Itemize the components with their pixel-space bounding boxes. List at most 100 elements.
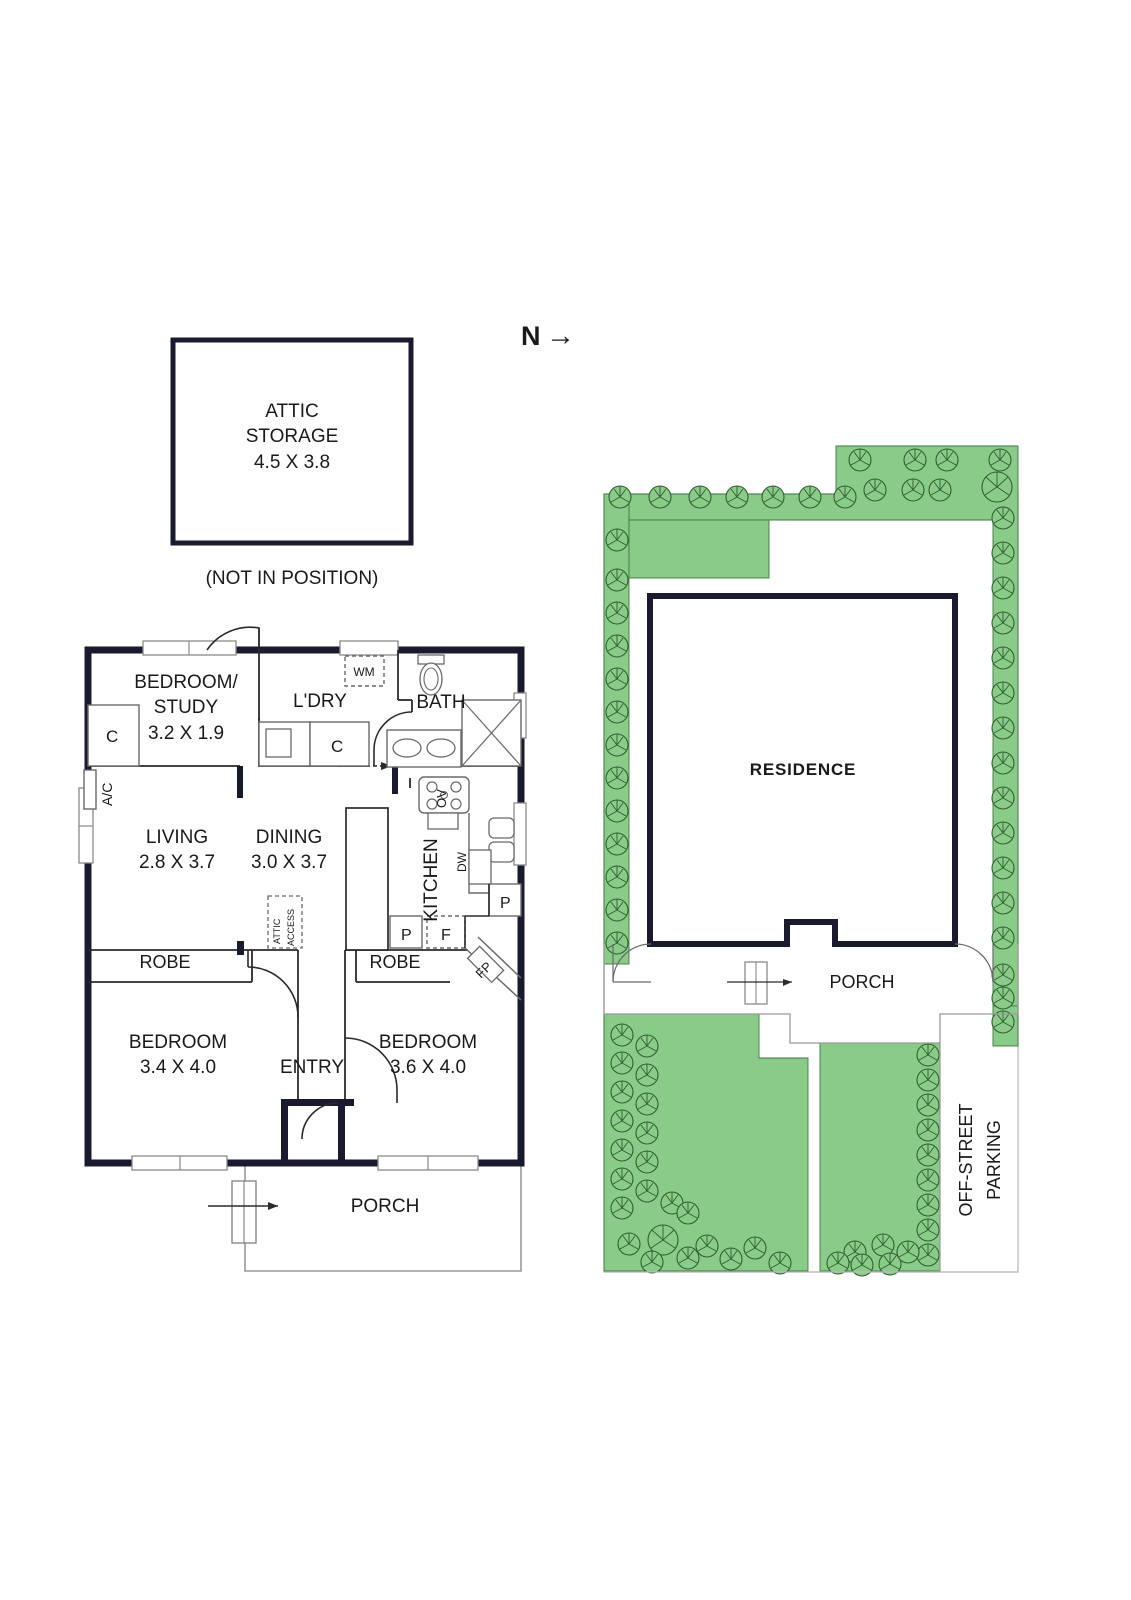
laundry-closet-box bbox=[309, 721, 370, 767]
bathroom-fixtures bbox=[386, 654, 522, 768]
label-living: LIVING bbox=[146, 827, 208, 848]
porch-outline bbox=[244, 1163, 522, 1272]
wall-nub-entry-right bbox=[338, 1099, 354, 1106]
door-bedroom-left-arc bbox=[247, 966, 299, 1018]
north-arrow-icon: → bbox=[546, 320, 575, 352]
tree-front-left-detail bbox=[650, 1225, 676, 1249]
door-study-ldry bbox=[206, 626, 260, 651]
label-dining-dims: 3.0 X 3.7 bbox=[251, 852, 327, 873]
basin-2-icon bbox=[426, 738, 456, 758]
site-door-right-arc bbox=[954, 943, 994, 983]
door-front-arc bbox=[301, 1102, 339, 1140]
attic-access-hatch: ATTIC ACCESS bbox=[267, 895, 303, 949]
garden-left-strip bbox=[603, 493, 630, 965]
shower-cross-2 bbox=[461, 699, 522, 767]
burner-4-icon bbox=[450, 798, 462, 810]
attic-label-line2: STORAGE bbox=[246, 426, 339, 447]
porch-label: PORCH bbox=[351, 1196, 420, 1217]
floor-plan-labels: BEDROOM/ STUDY 3.2 X 1.9 L'DRY BATH LIVI… bbox=[129, 672, 477, 1078]
attic-access-label-2: ACCESS bbox=[286, 909, 296, 946]
wall-nub-entry-right-v bbox=[338, 1099, 345, 1163]
fireplace: FP bbox=[464, 936, 522, 1001]
pantry-upper-label: P bbox=[500, 895, 511, 912]
window-top-ldry bbox=[339, 640, 399, 656]
attic-not-in-position-note: (NOT IN POSITION) bbox=[206, 568, 379, 589]
laundry-fixtures: C WM bbox=[258, 655, 385, 767]
fireplace-box bbox=[466, 945, 505, 984]
closet-study-box bbox=[87, 704, 140, 767]
attic-label-line1: ATTIC bbox=[265, 401, 318, 422]
dining-cabinet bbox=[345, 807, 389, 951]
north-letter: N bbox=[521, 321, 541, 351]
laundry-closet-label: C bbox=[331, 737, 343, 756]
closet-study-label: C bbox=[106, 727, 118, 746]
toilet-bowl-inner bbox=[423, 667, 439, 691]
wall-nub-entry-left-v2 bbox=[281, 1099, 288, 1163]
dishwasher-box bbox=[468, 849, 492, 885]
label-bath: BATH bbox=[416, 692, 465, 713]
fridge-label: F bbox=[441, 927, 451, 944]
label-robe-left: ROBE bbox=[139, 952, 190, 972]
off-street-parking: OFF-STREET PARKING bbox=[939, 1043, 1004, 1271]
washing-machine-label: WM bbox=[353, 665, 374, 679]
fireplace-angle-2 bbox=[477, 936, 522, 979]
site-residence: RESIDENCE bbox=[647, 593, 958, 947]
laundry-trough-basin bbox=[265, 728, 292, 758]
label-kitchen: KITCHEN bbox=[421, 838, 442, 921]
attic-storage-outline bbox=[170, 337, 414, 546]
sink-bowl-1-icon bbox=[488, 817, 515, 839]
pantry-lower-label: P bbox=[401, 927, 412, 944]
burner-2-icon bbox=[450, 781, 462, 793]
wall-nubs bbox=[237, 766, 398, 1163]
air-conditioner: A/C bbox=[83, 769, 115, 810]
shrub-front-left bbox=[610, 1023, 792, 1275]
door-bath-arc bbox=[373, 711, 413, 751]
north-indicator: N → bbox=[521, 320, 575, 352]
garden-north-lawn bbox=[628, 519, 770, 579]
site-plan: RESIDENCE PORCH OFF-STREET PARKING bbox=[603, 445, 1019, 1277]
off-street-label-2: PARKING bbox=[984, 1120, 1004, 1200]
closet-study: C bbox=[87, 704, 140, 767]
site-porch-outline bbox=[603, 944, 1019, 1044]
burner-5-icon bbox=[439, 790, 449, 800]
wall-nub-3 bbox=[392, 766, 398, 794]
oven-box bbox=[427, 812, 459, 830]
burner-1-icon bbox=[426, 781, 438, 793]
interior-walls bbox=[88, 650, 521, 1103]
site-door-left-arc bbox=[612, 943, 652, 983]
door-bedroom-right-arc bbox=[344, 1037, 398, 1091]
label-robe-right: ROBE bbox=[369, 952, 420, 972]
site-porch-label: PORCH bbox=[829, 972, 894, 992]
shrub-large-detail bbox=[984, 472, 1010, 496]
label-living-dims: 2.8 X 3.7 bbox=[139, 852, 215, 873]
window-right-kitchen bbox=[513, 802, 527, 866]
label-bedroom-left: BEDROOM bbox=[129, 1032, 227, 1053]
washing-machine-box bbox=[344, 655, 385, 687]
main-floor-plan: PORCH bbox=[78, 626, 527, 1272]
label-bedroom-right-dims: 3.6 X 4.0 bbox=[390, 1057, 466, 1078]
sink-bowl-2-icon bbox=[488, 841, 515, 863]
entry-direction-arrow-icon bbox=[268, 1202, 278, 1210]
site-porch: PORCH bbox=[603, 943, 1019, 1044]
wall-nub-1 bbox=[237, 766, 243, 798]
ac-unit-box bbox=[83, 769, 97, 810]
site-entry-arrow-icon bbox=[783, 979, 792, 986]
pantry-upper-box bbox=[488, 883, 522, 917]
attic-access-label-1: ATTIC bbox=[272, 918, 282, 944]
residence-outline bbox=[647, 593, 958, 947]
attic-access-box bbox=[267, 895, 303, 949]
attic-storage-block: ATTIC STORAGE 4.5 X 3.8 (NOT IN POSITION… bbox=[170, 337, 414, 589]
label-bedroom-left-dims: 3.4 X 4.0 bbox=[140, 1057, 216, 1078]
label-bedroom-study-1: BEDROOM/ bbox=[134, 672, 238, 693]
wall-nub-entry-left bbox=[296, 1099, 348, 1106]
wall-nub-2 bbox=[237, 941, 244, 955]
attic-dimensions: 4.5 X 3.8 bbox=[254, 452, 330, 473]
label-bedroom-study-2: STUDY bbox=[154, 697, 219, 718]
label-bedroom-study-dims: 3.2 X 1.9 bbox=[148, 723, 224, 744]
off-street-label-1: OFF-STREET bbox=[956, 1104, 976, 1217]
label-ldry: L'DRY bbox=[293, 691, 347, 712]
pantry-lower-box bbox=[389, 915, 423, 949]
